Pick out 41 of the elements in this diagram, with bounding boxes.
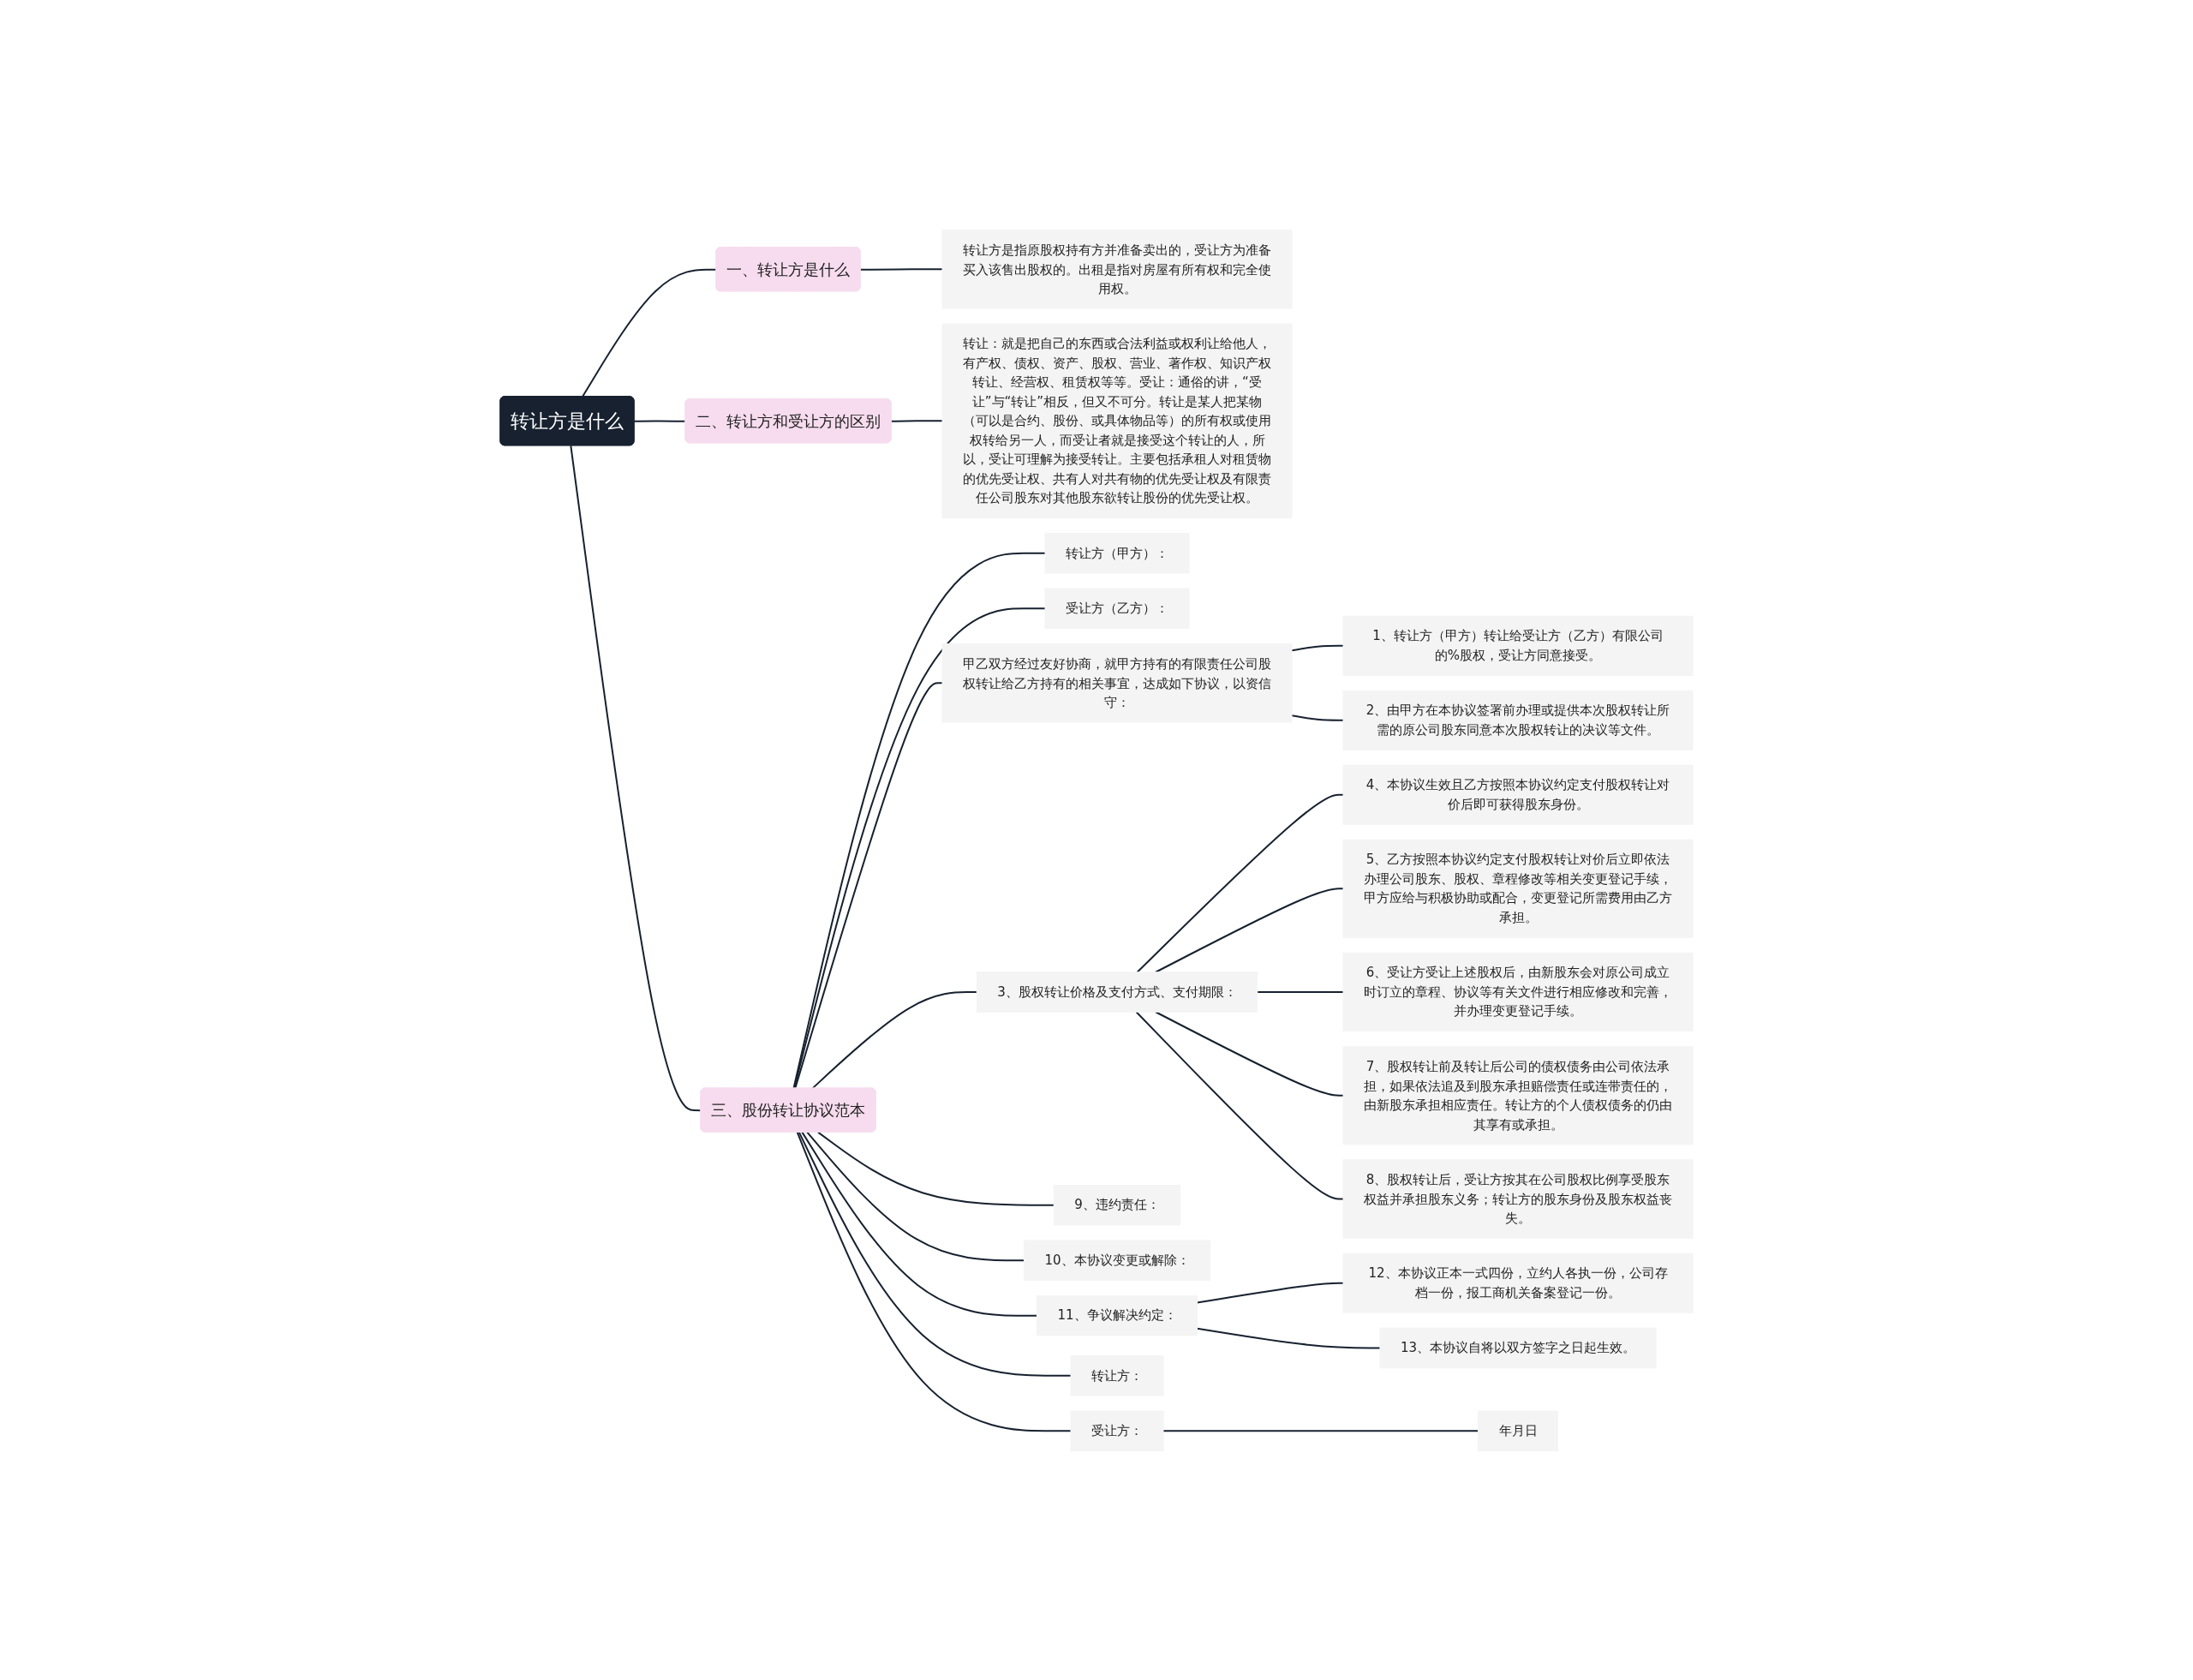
connector — [1155, 1010, 1344, 1097]
connector — [798, 1131, 1072, 1377]
node-box: 年月日 — [1478, 1410, 1558, 1451]
connector — [796, 1131, 1072, 1432]
connector — [581, 268, 718, 398]
connector — [1135, 1010, 1344, 1199]
node-box: 转让：就是把自己的东西或合法利益或权利让给他人，有产权、债权、资产、股权、营业、著作权、知识产权转让、经营权、租赁权等等。受让：通俗的讲，“受让”与“转让”相反，但又不可分。转让是某人把某物（可以是合约、股份、或具体物品等）的所有权或使用权转给另一人，而受让者就是接受这个转让的人，所以，受让可理解为接受转让。主要包括承租人对租赁物的优先受让权、共有人对共有物的优先受让权及有限责任公司股东对其他股东欲转让股份的优先受让权。 — [941, 323, 1293, 518]
connector — [570, 444, 702, 1111]
connector — [1256, 990, 1344, 993]
connector — [890, 419, 943, 422]
node-box: 9、违约责任： — [1053, 1184, 1181, 1225]
node-box: 8、股权转让后，受让方按其在公司股权比例享受股东权益并承担股东义务；转让方的股东身份及股东权益丧失。 — [1342, 1158, 1694, 1239]
node-box: 2、由甲方在本协议签署前办理或提供本次股权转让所需的原公司股东同意本次股权转让的决议等文件。 — [1342, 690, 1694, 750]
connector — [1196, 1327, 1381, 1348]
node-box: 4、本协议生效且乙方按照本协议约定支付股权转让对价后即可获得股东身份。 — [1342, 764, 1694, 825]
node-box: 受让方： — [1070, 1410, 1164, 1451]
node-box: 甲乙双方经过友好协商，就甲方持有的有限责任公司股权转让给乙方持有的相关事宜，达成如下协议，以资信守： — [941, 643, 1293, 722]
connector — [806, 1131, 1025, 1261]
node-box: 12、本协议正本一式四份，立约人各执一份，公司存档一份，报工商机关备案登记一份。 — [1342, 1253, 1694, 1313]
connector — [801, 1131, 1038, 1317]
connector — [1136, 793, 1344, 973]
connector — [1291, 644, 1344, 651]
connector — [816, 1131, 1055, 1206]
connector — [859, 267, 943, 271]
connector — [1291, 714, 1344, 721]
node-box: 受让方（乙方）： — [1044, 588, 1190, 629]
node-box: 3、股权转让价格及支付方式、支付期限： — [976, 971, 1258, 1013]
node-box: 11、争议解决约定： — [1036, 1294, 1198, 1336]
node-box: 10、本协议变更或解除： — [1023, 1239, 1211, 1281]
node-box: 13、本协议自将以双方签字之日起生效。 — [1379, 1327, 1657, 1368]
node-box: 7、股权转让前及转让后公司的债权债务由公司依法承担，如果依法追及到股东承担赔偿责任或连带责任的，由新股东承担相应责任。转让方的个人债权债务的仍由其享有或承担。 — [1342, 1045, 1694, 1145]
node-box: 转让方： — [1070, 1354, 1164, 1396]
node-box: 转让方是指原股权持有方并准备卖出的，受让方为准备买入该售出股权的。出租是指对房屋有所有权和完全使用权。 — [941, 229, 1293, 308]
connector — [633, 419, 687, 422]
connector — [1162, 1429, 1479, 1432]
connector — [1196, 1282, 1344, 1303]
node-box: 5、乙方按照本协议约定支付股权转让对价后立即依法办理公司股东、股权、章程修改等相关变更登记手续，甲方应给与积极协助或配合，变更登记所需费用由乙方承担。 — [1342, 839, 1694, 938]
connector — [1155, 887, 1344, 973]
node-box: 1、转让方（甲方）转让给受让方（乙方）有限公司的%股权，受让方同意接受。 — [1342, 615, 1694, 676]
node-box: 6、受让方受让上述股权后，由新股东会对原公司成立时订立的章程、协议等有关文件进行相应修改和完善，并办理变更登记手续。 — [1342, 952, 1694, 1031]
node-box: 转让方（甲方）： — [1044, 532, 1190, 573]
